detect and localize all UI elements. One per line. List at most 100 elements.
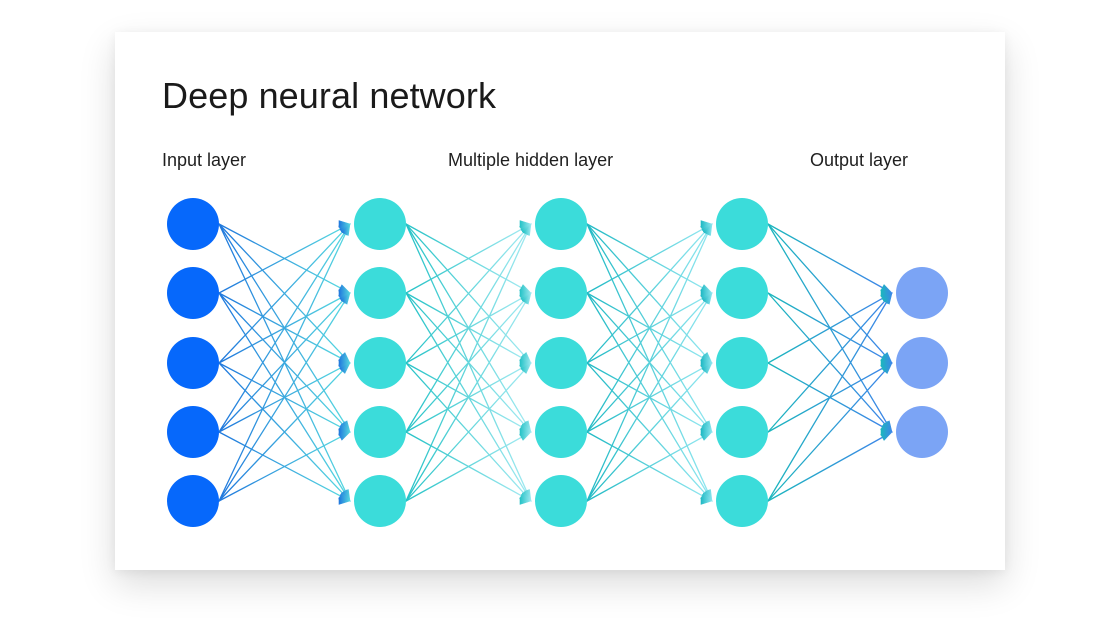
connection-edge <box>405 231 528 502</box>
connection-edge <box>405 299 526 433</box>
connection-edge <box>405 292 524 360</box>
neuron-node-input-1 <box>167 198 219 250</box>
arrowhead-icon <box>881 362 893 374</box>
arrowhead-icon <box>702 292 713 305</box>
arrowhead-icon <box>519 497 533 505</box>
neuron-node-hidden2-5 <box>535 475 587 527</box>
connection-edge <box>405 231 528 433</box>
connection-edge <box>405 362 524 429</box>
connection-edge <box>218 299 346 502</box>
arrowhead-icon <box>522 223 532 236</box>
neuron-node-input-5 <box>167 475 219 527</box>
connection-edge <box>218 229 345 364</box>
connection-edge <box>405 300 528 502</box>
neuron-node-hidden2-4 <box>535 406 587 458</box>
connection-edge <box>405 230 526 364</box>
connection-edge <box>218 223 345 358</box>
connection-edge <box>586 300 709 502</box>
connection-edge <box>586 223 705 290</box>
neuron-node-hidden1-1 <box>354 198 406 250</box>
arrowhead-icon <box>701 362 713 374</box>
connection-edge <box>767 366 885 433</box>
neural-network-diagram <box>167 198 948 527</box>
connection-edge <box>405 362 526 495</box>
connection-edge <box>586 431 705 498</box>
neuron-node-hidden3-2 <box>716 267 768 319</box>
arrowhead-icon <box>703 223 713 236</box>
neuron-node-hidden3-5 <box>716 475 768 527</box>
connection-edge <box>586 223 707 357</box>
connection-edge <box>218 227 343 294</box>
connection-edge <box>218 435 343 502</box>
connection-edge <box>405 435 524 502</box>
page-title: Deep neural network <box>162 75 497 116</box>
connection-edge <box>405 296 524 364</box>
connection-edge <box>767 369 887 502</box>
connection-edge <box>767 435 885 502</box>
arrowhead-icon <box>521 292 532 305</box>
layer-hidden3-nodes <box>716 198 768 527</box>
connection-edge <box>218 231 347 502</box>
neuron-node-hidden1-5 <box>354 475 406 527</box>
connection-edge <box>405 431 524 498</box>
connection-edge <box>767 299 887 433</box>
connection-edge <box>767 292 885 360</box>
neuron-node-hidden1-3 <box>354 337 406 389</box>
connection-edge <box>586 227 705 294</box>
neuron-node-hidden3-1 <box>716 198 768 250</box>
connections-hidden2-to-hidden3 <box>586 220 714 505</box>
connection-edge <box>218 296 343 364</box>
connection-edges-group <box>218 220 894 505</box>
neuron-nodes-group <box>167 198 948 527</box>
connection-edge <box>218 230 346 433</box>
neuron-node-input-3 <box>167 337 219 389</box>
connection-edge <box>586 296 705 364</box>
connection-edge <box>767 223 887 357</box>
connection-edge <box>586 223 709 494</box>
arrowhead-icon <box>339 362 351 374</box>
connections-input-to-hidden1 <box>218 220 352 505</box>
connection-edge <box>405 223 528 494</box>
arrowhead-icon <box>882 292 893 305</box>
neuron-node-hidden2-3 <box>535 337 587 389</box>
neuron-node-output-3 <box>896 406 948 458</box>
layer-hidden1-nodes <box>354 198 406 527</box>
connection-edge <box>218 362 345 496</box>
layer-label-hidden: Multiple hidden layer <box>448 150 614 170</box>
connections-hidden3-to-output <box>767 223 894 502</box>
layer-hidden2-nodes <box>535 198 587 527</box>
connection-edge <box>405 227 524 294</box>
arrowhead-icon <box>700 431 713 441</box>
connection-edge <box>218 366 343 433</box>
neuron-node-hidden2-1 <box>535 198 587 250</box>
connection-edge <box>586 231 709 502</box>
connection-edge <box>767 292 887 426</box>
connection-edge <box>218 362 343 429</box>
arrowhead-icon <box>341 223 351 236</box>
connection-edge <box>767 223 889 425</box>
connection-edge <box>767 362 885 429</box>
connection-edge <box>405 366 524 433</box>
connection-edge <box>405 292 526 426</box>
neuron-node-hidden3-4 <box>716 406 768 458</box>
connection-edge <box>586 292 709 494</box>
arrowhead-icon <box>880 431 893 441</box>
connection-edge <box>586 366 705 433</box>
layer-label-output: Output layer <box>810 150 909 170</box>
connection-edge <box>405 369 526 502</box>
connection-edge <box>405 223 526 357</box>
diagram-card: Deep neural network Input layer Multiple… <box>115 32 1005 570</box>
connection-edge <box>218 298 345 433</box>
connections-hidden1-to-hidden2 <box>405 220 533 505</box>
connection-edge <box>767 300 889 502</box>
neuron-node-hidden1-4 <box>354 406 406 458</box>
connection-edge <box>586 230 707 364</box>
neuron-node-output-1 <box>896 267 948 319</box>
connection-edge <box>218 223 343 290</box>
connection-edge <box>218 223 347 494</box>
arrowhead-icon <box>338 497 352 505</box>
connection-edge <box>218 292 345 427</box>
neuron-node-input-2 <box>167 267 219 319</box>
layer-input-nodes <box>167 198 219 527</box>
